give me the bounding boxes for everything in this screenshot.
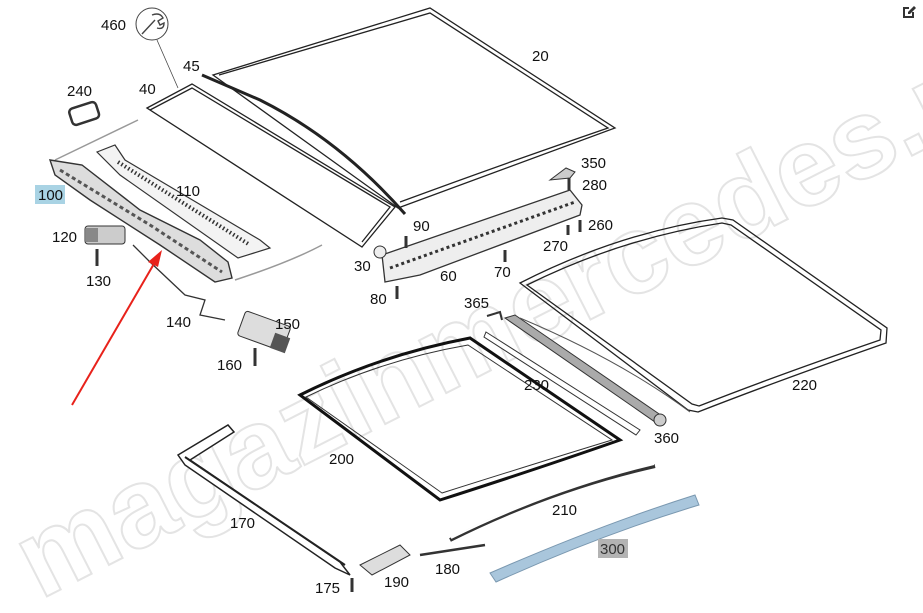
part-30-bumper[interactable] — [373, 245, 387, 259]
callout-20[interactable]: 20 — [532, 48, 549, 65]
part-170-frame[interactable] — [176, 424, 351, 576]
part-300-strip[interactable] — [489, 494, 700, 583]
callout-200[interactable]: 200 — [329, 451, 354, 468]
callout-170[interactable]: 170 — [230, 515, 255, 532]
callout-70[interactable]: 70 — [494, 264, 511, 281]
callout-90[interactable]: 90 — [413, 218, 430, 235]
callout-220[interactable]: 220 — [792, 377, 817, 394]
part-190-bracket[interactable] — [359, 544, 411, 576]
part-110-deflector[interactable] — [95, 144, 272, 259]
part-350-clip[interactable] — [548, 167, 576, 181]
callout-30[interactable]: 30 — [354, 258, 371, 275]
part-40-panel[interactable] — [145, 83, 396, 248]
part-210-strip[interactable] — [449, 464, 656, 542]
callout-365[interactable]: 365 — [464, 295, 489, 312]
callout-210[interactable]: 210 — [552, 502, 577, 519]
pointer-arrow — [71, 250, 162, 406]
callout-140[interactable]: 140 — [166, 314, 191, 331]
wrench-icon — [135, 7, 179, 89]
callout-40[interactable]: 40 — [139, 81, 156, 98]
callout-240[interactable]: 240 — [67, 83, 92, 100]
alt-highlight — [598, 539, 628, 558]
part-220-frame[interactable] — [518, 217, 888, 413]
part-180-cable[interactable] — [419, 543, 486, 557]
callout-270[interactable]: 270 — [543, 238, 568, 255]
selected-highlight — [35, 185, 65, 204]
part-120-motor[interactable] — [84, 225, 126, 245]
callout-350[interactable]: 350 — [581, 155, 606, 172]
part-20-glass-panel[interactable] — [211, 7, 617, 209]
callout-230[interactable]: 230 — [524, 377, 549, 394]
callout-360[interactable]: 360 — [654, 430, 679, 447]
callout-80[interactable]: 80 — [370, 291, 387, 308]
callout-110[interactable]: 110 — [176, 183, 200, 200]
part-140-cable[interactable] — [132, 244, 226, 321]
callout-160[interactable]: 160 — [217, 357, 242, 374]
callout-190[interactable]: 190 — [384, 574, 409, 591]
callout-120[interactable]: 120 — [52, 229, 77, 246]
part-100-frame[interactable] — [48, 159, 233, 283]
callout-300[interactable]: 300 — [600, 541, 625, 558]
callout-280[interactable]: 280 — [582, 177, 607, 194]
part-150-unit[interactable] — [237, 310, 291, 354]
callout-260[interactable]: 260 — [588, 217, 613, 234]
callout-45[interactable]: 45 — [183, 58, 200, 75]
callout-460[interactable]: 460 — [101, 17, 126, 34]
part-240-gasket[interactable] — [68, 100, 101, 127]
part-200-seal[interactable] — [297, 336, 624, 502]
part-230-rail[interactable] — [483, 331, 641, 436]
part-365-clip[interactable] — [486, 310, 503, 321]
part-45-strip[interactable] — [201, 73, 407, 215]
edit-button[interactable] — [901, 4, 917, 20]
callout-130[interactable]: 130 — [86, 273, 111, 290]
callout-150[interactable]: 150 — [275, 316, 300, 333]
callout-60[interactable]: 60 — [440, 268, 457, 285]
callout-180[interactable]: 180 — [435, 561, 460, 578]
edit-icon — [903, 6, 916, 18]
callout-175[interactable]: 175 — [315, 580, 340, 597]
callout-100[interactable]: 100 — [38, 187, 63, 204]
